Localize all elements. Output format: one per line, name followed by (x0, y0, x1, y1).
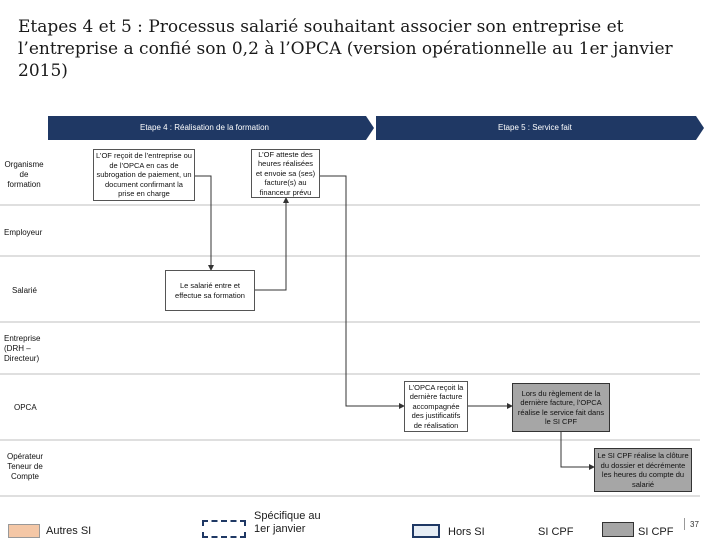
lane-label-opca: OPCA (14, 403, 37, 412)
phase-chevron-5 (376, 116, 704, 140)
page-number-divider (684, 518, 685, 530)
box-opca-service-fait: Lors du règlement de la dernière facture… (512, 383, 610, 432)
lane-label-organisme: Organisme de formation (4, 160, 44, 189)
legend-label-si-cpf-1: SI CPF (538, 526, 574, 538)
legend-swatch-specifique (202, 520, 246, 538)
page-number: 37 (690, 520, 699, 529)
lane-lines (0, 204, 700, 497)
box-of-attests-hours: L’OF atteste des heures réalisées et env… (251, 149, 320, 198)
legend-swatch-si-cpf (602, 522, 634, 537)
box-salarie-formation: Le salarié entre et effectue sa formatio… (165, 270, 255, 311)
legend-label-si-cpf-2: SI CPF (638, 526, 674, 538)
lane-label-operateur: Opérateur Teneur de Compte (6, 452, 44, 481)
legend-swatch-autres-si (8, 524, 40, 538)
lane-label-employeur: Employeur (4, 228, 43, 237)
legend-label-autres-si: Autres SI (46, 525, 92, 537)
lane-label-salarie: Salarié (12, 286, 37, 295)
phase-chevron-4 (48, 116, 374, 140)
legend-label-specifique: Spécifique au 1er janvier (254, 510, 321, 535)
phase-label-4: Etape 4 : Réalisation de la formation (140, 123, 269, 132)
box-of-receives-confirmation: L’OF reçoit de l’entreprise ou de l’OPCA… (93, 149, 195, 201)
legend-swatch-hors-si (412, 524, 440, 538)
arrow-box2-to-box4 (320, 175, 405, 409)
page-title: Etapes 4 et 5 : Processus salarié souhai… (18, 17, 673, 81)
connectors (195, 175, 595, 470)
arrow-box3-to-box2 (255, 197, 289, 291)
arrow-box1-to-box3 (195, 175, 214, 271)
box-si-cpf-cloture: Le SI CPF réalise la clôture du dossier … (594, 448, 692, 492)
legend-label-hors-si: Hors SI (448, 526, 485, 538)
lane-label-entreprise: Entreprise (DRH – Directeur) (4, 334, 41, 363)
phase-label-5: Etape 5 : Service fait (498, 123, 572, 132)
box-opca-last-invoice: L’OPCA reçoit la dernière facture accomp… (404, 381, 468, 432)
arrow-box5-to-box6 (560, 432, 595, 470)
